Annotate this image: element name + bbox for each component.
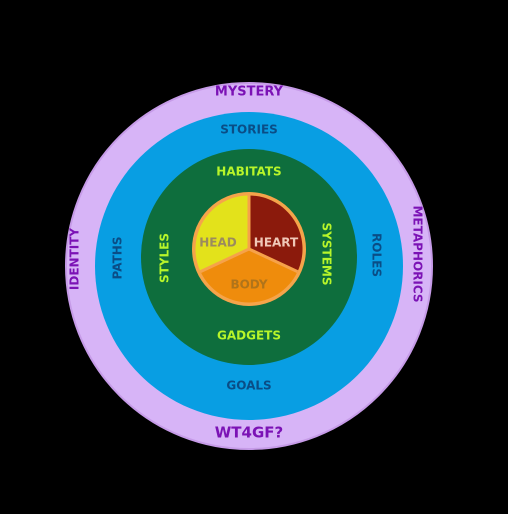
- core-heart-segment: [249, 195, 303, 272]
- middle-label-top: STORIES: [220, 123, 278, 137]
- outer-label-top: MYSTERY: [215, 85, 284, 100]
- middle-label-right: ROLES: [370, 233, 384, 277]
- middle-label-left: PATHS: [111, 237, 125, 280]
- core-body-segment: [200, 249, 298, 303]
- middle-label-bottom: GOALS: [226, 379, 271, 393]
- inner-label-bottom: GADGETS: [217, 329, 281, 343]
- inner-label-top: HABITATS: [216, 165, 281, 179]
- core-head-segment: [195, 195, 249, 272]
- outer-label-bottom: WT4GF?: [215, 424, 283, 442]
- outer-label-left: IDENTITY: [68, 228, 82, 291]
- core-label-body: BODY: [230, 278, 267, 292]
- inner-label-left: STYLES: [158, 233, 172, 283]
- inner-label-right: SYSTEMS: [320, 223, 334, 286]
- outer-label-right: METAPHORICS: [411, 205, 425, 302]
- core-label-head: HEAD: [199, 236, 237, 250]
- core-dividers: [199, 195, 299, 273]
- core-label-heart: HEART: [254, 236, 299, 250]
